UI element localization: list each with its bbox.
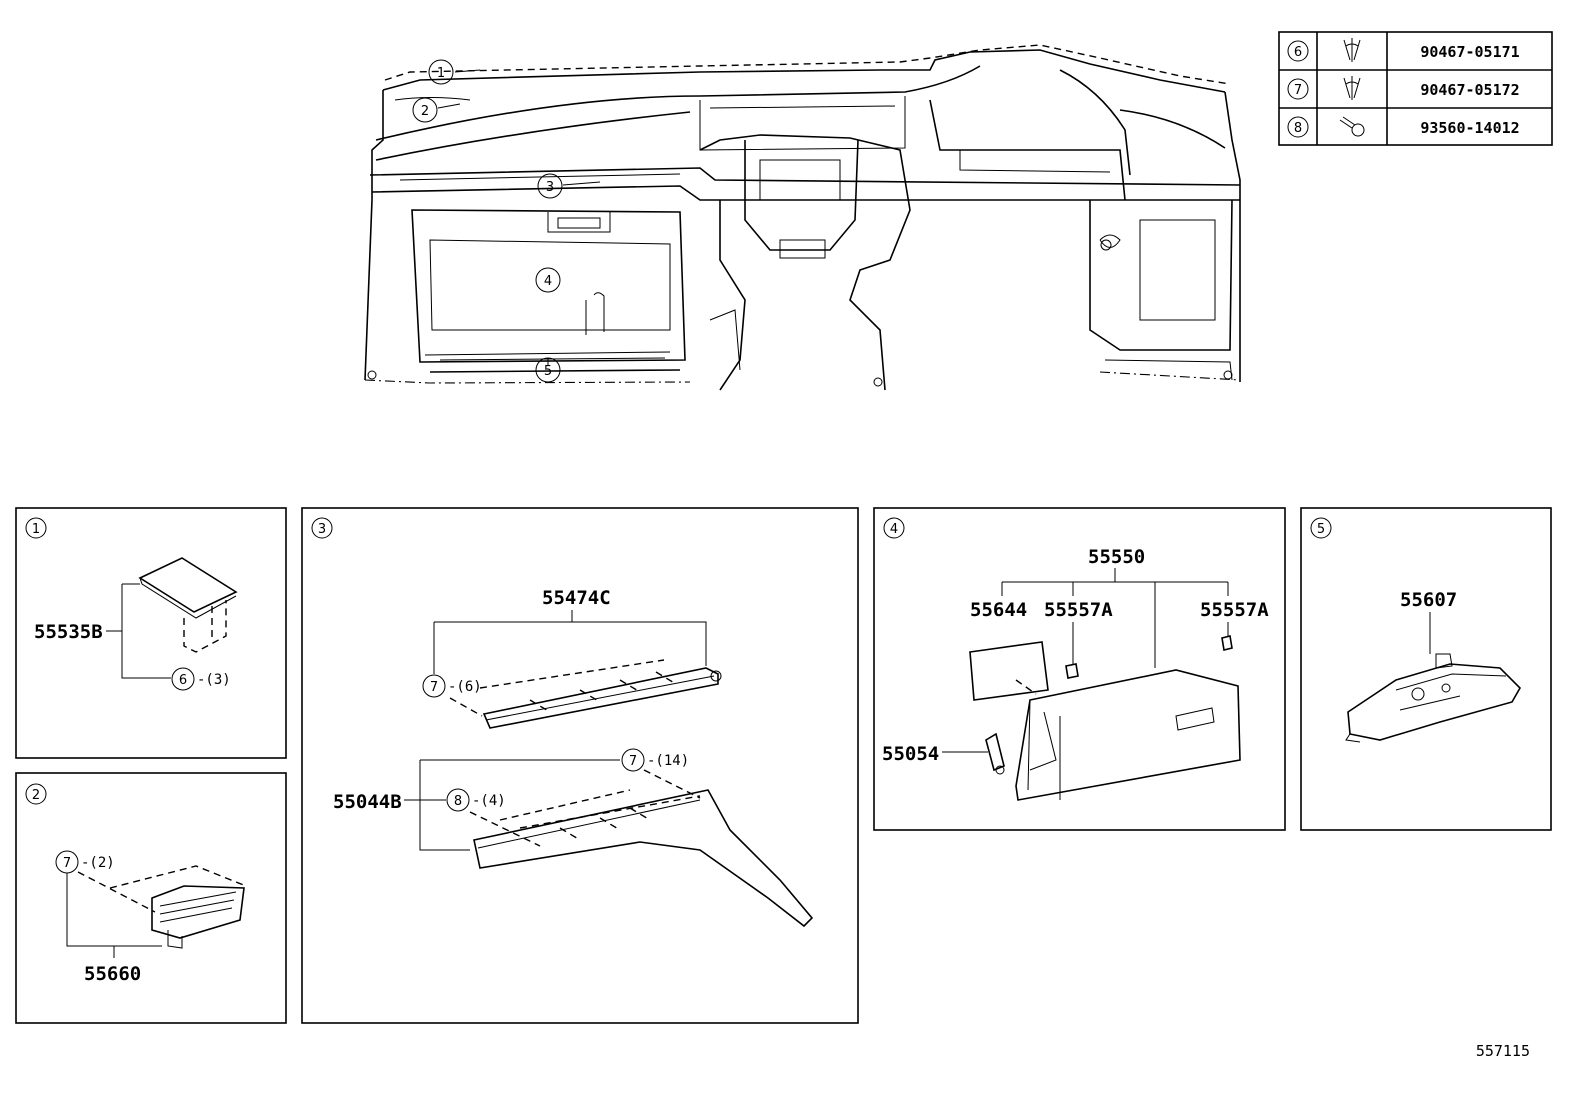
detail-panel-4: 4 55550 55644 55557A 55557A 55054 <box>873 507 1286 831</box>
part-illustration-glove-box <box>1015 669 1241 801</box>
main-callout-1: 1 <box>428 59 481 85</box>
part-label-55557a-right: 55557A <box>1200 599 1269 621</box>
part-label-55044b: 55044B <box>333 791 402 813</box>
svg-text:4: 4 <box>890 522 898 537</box>
clip-icon <box>1343 38 1361 62</box>
svg-text:6: 6 <box>1294 45 1302 60</box>
svg-text:4: 4 <box>544 274 552 289</box>
fastener-row-6: 6 90467-05171 <box>1287 38 1520 62</box>
part-label-55535b: 55535B <box>34 621 103 643</box>
screw-icon <box>1339 116 1365 137</box>
svg-text:-(14): -(14) <box>647 753 689 769</box>
instrument-panel-illustration <box>364 44 1241 391</box>
svg-text:1: 1 <box>32 522 40 537</box>
svg-text:7: 7 <box>430 680 438 695</box>
main-callout-5: 5 <box>535 357 561 383</box>
part-label-55644: 55644 <box>970 599 1027 621</box>
svg-text:7: 7 <box>63 856 71 871</box>
svg-text:3: 3 <box>318 522 326 537</box>
fastener-row-7: 7 90467-05172 <box>1287 76 1520 100</box>
part-label-55557a-left: 55557A <box>1044 599 1113 621</box>
svg-text:2: 2 <box>32 788 40 803</box>
svg-text:2: 2 <box>421 104 429 119</box>
svg-text:5: 5 <box>1317 522 1325 537</box>
part-label-55607: 55607 <box>1400 589 1457 611</box>
part-illustration-55660 <box>77 865 247 949</box>
detail-panel-1: 1 55535B 6 -(3) <box>15 507 287 759</box>
svg-text:8: 8 <box>454 794 462 809</box>
part-illustration-55607 <box>1345 653 1521 743</box>
svg-text:90467-05172: 90467-05172 <box>1420 81 1519 99</box>
part-illustration-55644 <box>969 641 1049 701</box>
clip-icon <box>1343 76 1361 100</box>
part-illustration-55054 <box>985 732 1005 775</box>
fastener-table: 6 90467-05171 7 90467-05172 8 93560-1401… <box>1278 31 1553 146</box>
svg-text:7: 7 <box>629 754 637 769</box>
svg-text:90467-05171: 90467-05171 <box>1420 43 1519 61</box>
fastener-row-8: 8 93560-14012 <box>1287 116 1520 138</box>
main-callout-2: 2 <box>412 97 461 123</box>
svg-text:93560-14012: 93560-14012 <box>1420 119 1519 137</box>
svg-text:-(2): -(2) <box>81 855 115 871</box>
part-illustration-55044b <box>469 769 814 928</box>
detail-panel-2: 2 7 -(2) 55660 <box>15 772 287 1024</box>
part-label-55550: 55550 <box>1088 546 1145 568</box>
detail-panel-3: 3 55474C 7 -(6) 55044B 7 -(14) 8 -(4) <box>301 507 859 1024</box>
part-label-55660: 55660 <box>84 963 141 985</box>
main-callout-4: 4 <box>535 267 561 293</box>
svg-text:5: 5 <box>544 364 552 379</box>
svg-text:7: 7 <box>1294 83 1302 98</box>
svg-text:6: 6 <box>179 673 187 688</box>
svg-text:1: 1 <box>437 66 445 81</box>
part-illustration-55474c <box>449 659 722 729</box>
svg-text:-(4): -(4) <box>472 793 506 809</box>
part-illustration-55557a <box>1065 635 1233 679</box>
main-callout-3: 3 <box>537 173 601 199</box>
part-label-55474c: 55474C <box>542 587 611 609</box>
svg-text:8: 8 <box>1294 121 1302 136</box>
part-label-55054: 55054 <box>882 743 939 765</box>
detail-panel-5: 5 55607 <box>1300 507 1552 831</box>
svg-text:-(6): -(6) <box>448 679 482 695</box>
part-illustration-55535b <box>138 557 238 653</box>
diagram-id: 557115 <box>1476 1042 1530 1060</box>
svg-text:-(3): -(3) <box>197 672 231 688</box>
svg-text:3: 3 <box>546 180 554 195</box>
